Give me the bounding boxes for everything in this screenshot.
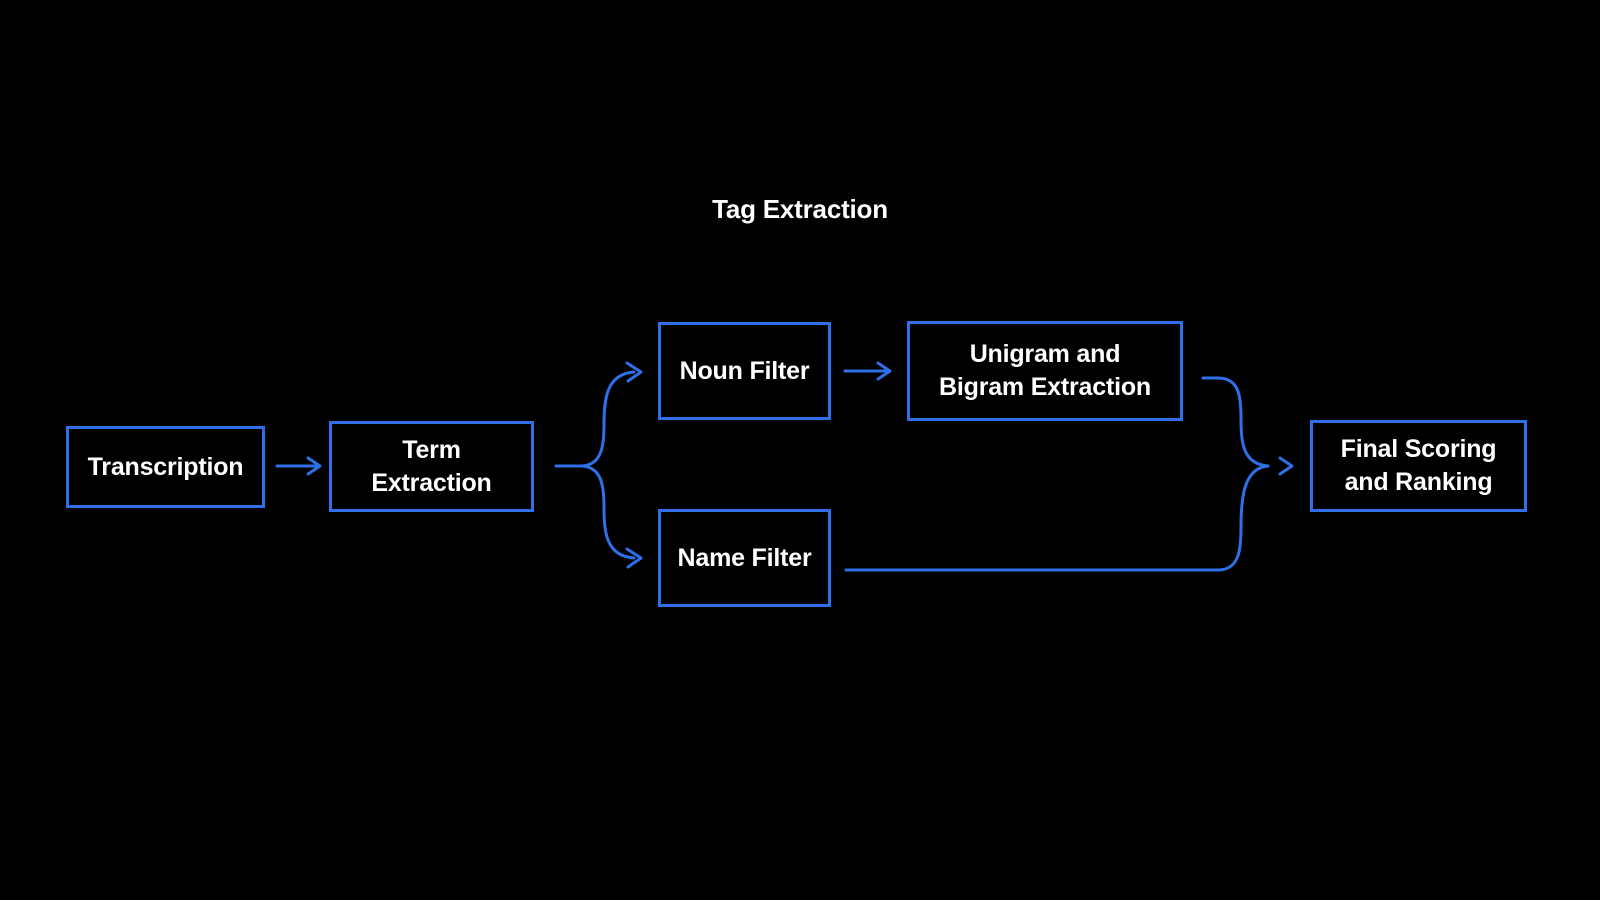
node-transcription[interactable]: Transcription <box>66 426 265 508</box>
node-term-extraction-label: Term Extraction <box>371 435 492 497</box>
node-transcription-label: Transcription <box>87 452 244 481</box>
edge-transcription-to-term-extraction <box>275 456 322 476</box>
node-noun-filter[interactable]: Noun Filter <box>658 322 831 420</box>
node-noun-filter-label: Noun Filter <box>679 356 810 385</box>
edge-noun-filter-to-unigram-bigram <box>843 361 892 381</box>
edge-unigram-bigram-to-final-scoring <box>1201 376 1270 468</box>
node-unigram-and-bigram-extraction[interactable]: Unigram and Bigram Extraction <box>907 321 1183 421</box>
node-name-filter[interactable]: Name Filter <box>658 509 831 607</box>
node-term-extraction[interactable]: Term Extraction <box>329 421 534 512</box>
node-name-filter-label: Name Filter <box>677 543 812 572</box>
node-unigram-and-bigram-extraction-label: Unigram and Bigram Extraction <box>939 340 1151 401</box>
node-final-scoring-and-ranking[interactable]: Final Scoring and Ranking <box>1310 420 1527 512</box>
edge-term-extraction-fork <box>554 361 643 569</box>
page-title: Tag Extraction <box>712 194 888 224</box>
node-final-scoring-and-ranking-label: Final Scoring and Ranking <box>1340 435 1497 496</box>
edge-name-filter-to-final-scoring <box>844 456 1294 572</box>
